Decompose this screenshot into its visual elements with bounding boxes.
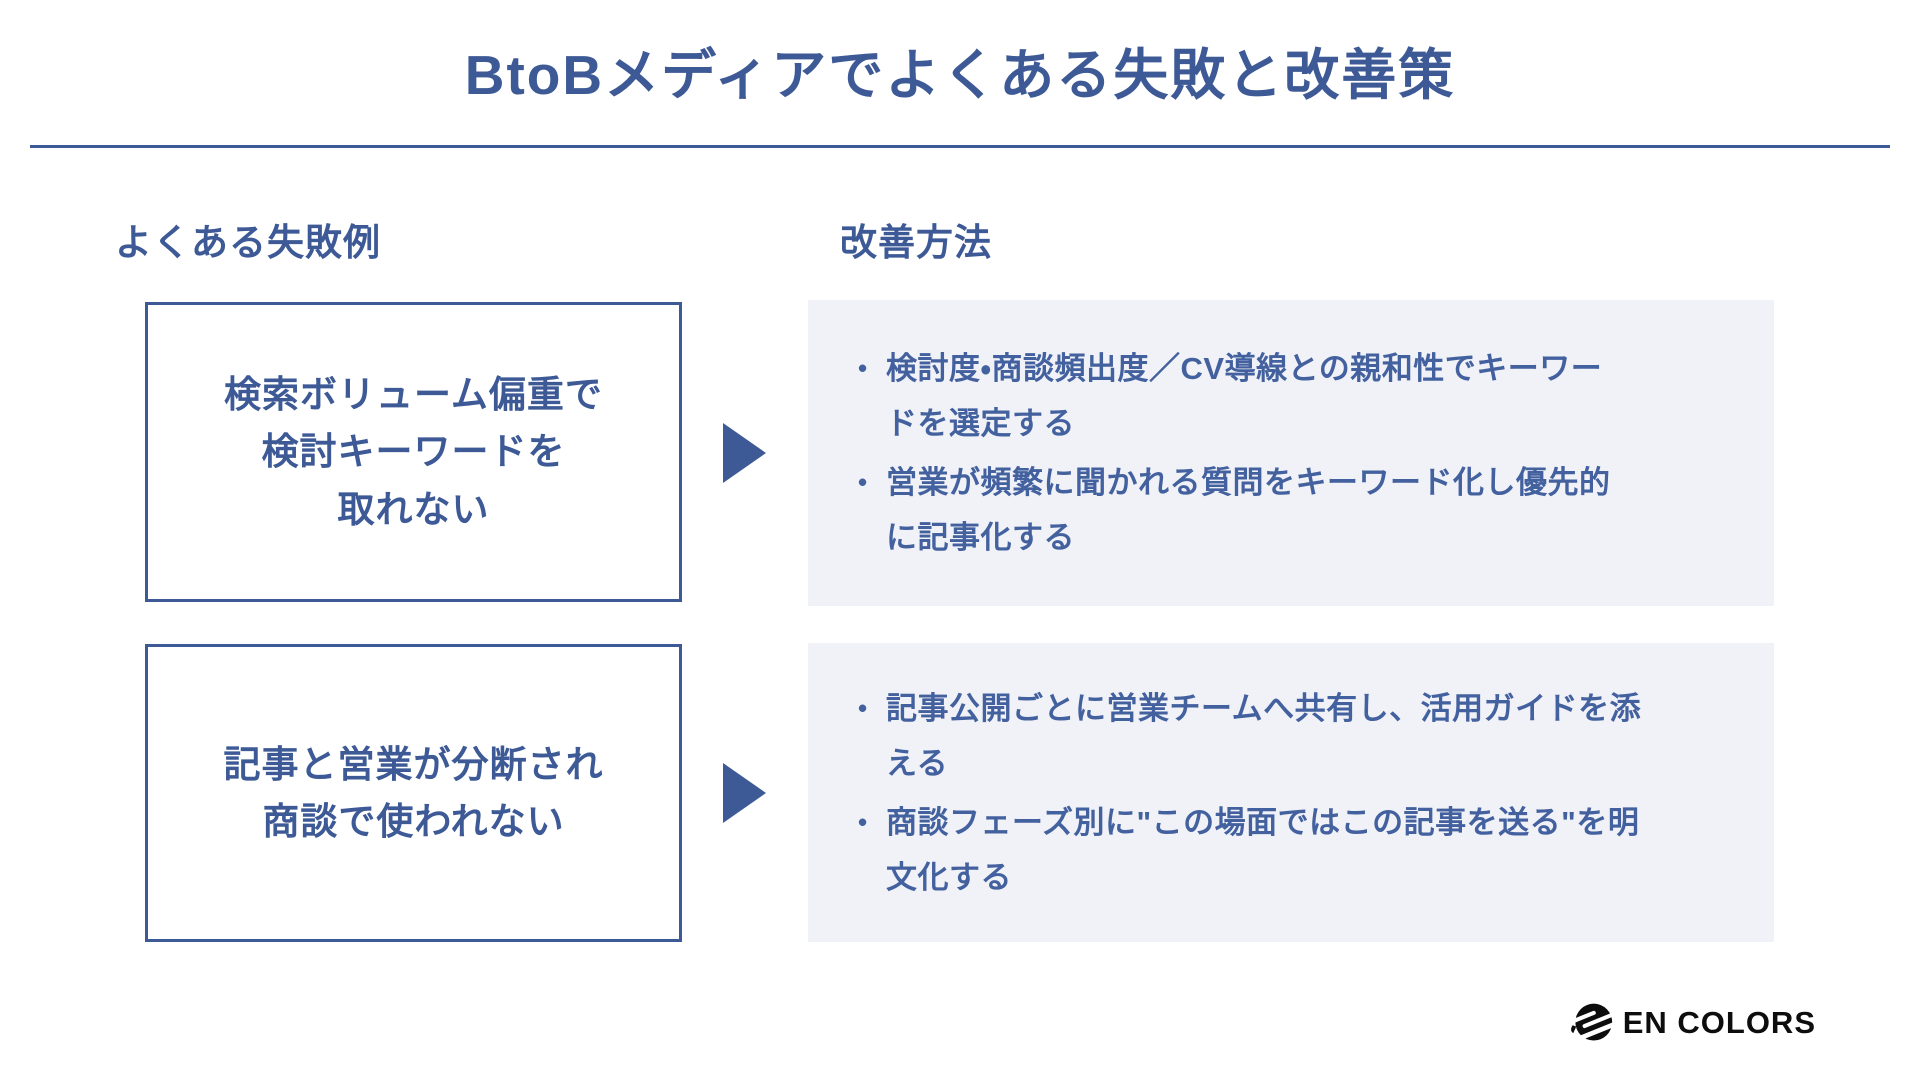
improvement-text: 記事公開ごとに営業チームへ共有し、活用ガイドを添 える (886, 690, 1642, 781)
bullet-icon: • (858, 692, 868, 723)
failure-box-2-text: 記事と営業が分断され 商談で使われない (223, 743, 604, 842)
improvement-text: 商談フェーズ別に"この場面ではこの記事を送る"を明 文化する (886, 804, 1640, 895)
title-divider (30, 145, 1890, 148)
improvement-panel-1: • 検討度・商談頻出度／CV導線との親和性でキーワー ドを選定する • 営業が頻… (808, 300, 1774, 606)
failures-column-header: よくある失敗例 (115, 222, 381, 263)
improvement-panel-2: • 記事公開ごとに営業チームへ共有し、活用ガイドを添 える • 商談フェーズ別に… (808, 643, 1774, 942)
failure-box-2: 記事と営業が分断され 商談で使われない (145, 644, 682, 942)
improvement-text: 営業が頻繁に聞かれる質問をキーワード化し優先的 に記事化する (886, 465, 1611, 555)
failure-box-1: 検索ボリューム偏重で 検討キーワードを 取れない (145, 302, 682, 602)
bullet-icon: • (858, 353, 868, 383)
encolors-logo: EN COLORS (1568, 1000, 1816, 1046)
list-item: • 検討度・商談頻出度／CV導線との親和性でキーワー ドを選定する (858, 341, 1719, 451)
arrow-right-icon (723, 763, 766, 823)
list-item: • 記事公開ごとに営業チームへ共有し、活用ガイドを添 える (858, 681, 1719, 791)
improvements-column-header: 改善方法 (840, 222, 992, 263)
arrow-right-icon (723, 423, 766, 483)
page-title: BtoBメディアでよくある失敗と改善策 (464, 44, 1456, 106)
list-item: • 商談フェーズ別に"この場面ではこの記事を送る"を明 文化する (858, 795, 1719, 905)
logo-wordmark: EN COLORS (1622, 1005, 1816, 1040)
failure-box-1-text: 検索ボリューム偏重で 検討キーワードを 取れない (224, 373, 603, 530)
bullet-icon: • (858, 806, 868, 837)
bullet-icon: • (858, 467, 868, 497)
list-item: • 営業が頻繁に聞かれる質問をキーワード化し優先的 に記事化する (858, 455, 1719, 565)
encolors-globe-icon (1570, 1003, 1614, 1041)
improvement-text: 検討度・商談頻出度／CV導線との親和性でキーワー ドを選定する (886, 351, 1603, 441)
